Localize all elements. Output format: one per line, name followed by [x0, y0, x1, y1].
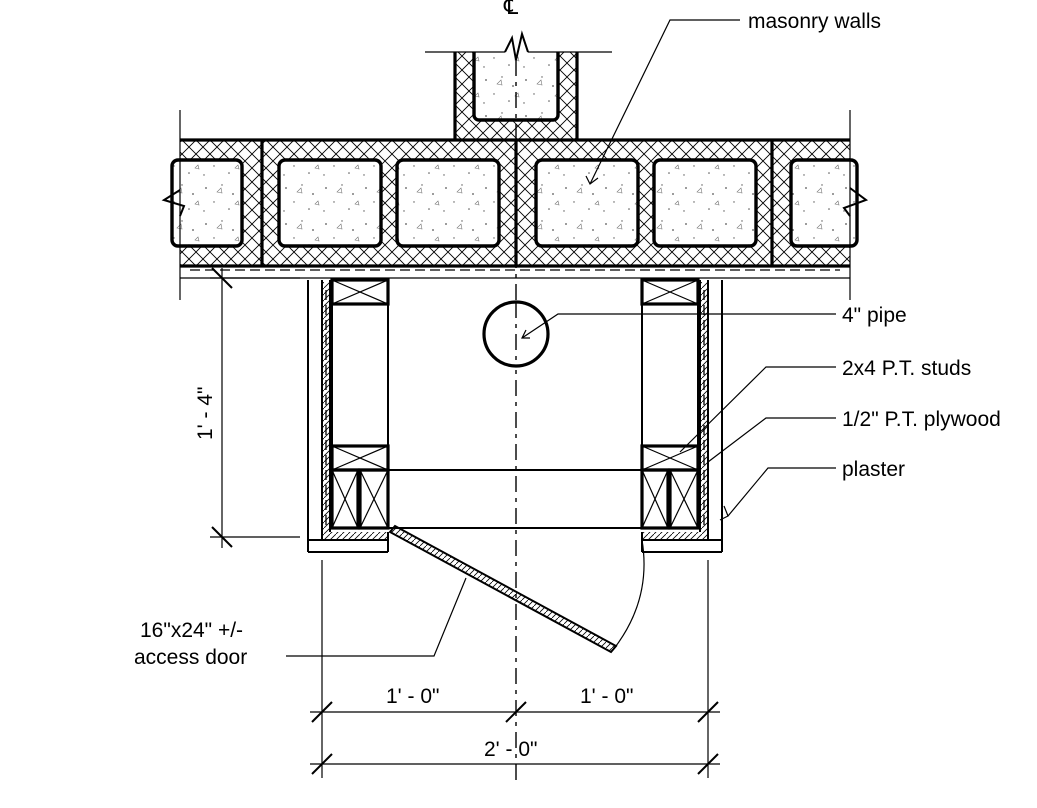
studs: [330, 278, 700, 530]
plywood-label: 1/2" P.T. plywood: [842, 408, 1001, 431]
height-dimension: 1' - 4": [194, 387, 217, 440]
chase-enclosure: [307, 280, 723, 553]
masonry-wall: [150, 110, 890, 300]
masonry-walls-label: masonry walls: [748, 10, 881, 33]
total-dimension: 2' - 0": [484, 738, 537, 761]
dimension-horizontal: 1' - 0" 1' - 0" 2' - 0": [310, 560, 720, 778]
left-half-dimension: 1' - 0": [386, 685, 439, 708]
annotations: masonry walls 4" pipe 2x4 P.T. studs 1/2…: [134, 10, 1001, 669]
studs-label: 2x4 P.T. studs: [842, 357, 971, 380]
dimension-vertical: 1' - 4": [194, 267, 300, 548]
access-door-label-line2: access door: [134, 646, 247, 669]
pipe: [482, 300, 550, 368]
centerline-symbol: ℄: [503, 0, 519, 19]
masonry-pilaster: [425, 30, 612, 140]
plaster-label: plaster: [842, 458, 905, 481]
pipe-label: 4" pipe: [842, 304, 907, 327]
access-door-label-line1: 16"x24" +/-: [140, 619, 243, 642]
access-door: [388, 524, 645, 654]
centerline: ℄: [503, 0, 519, 780]
right-half-dimension: 1' - 0": [580, 685, 633, 708]
